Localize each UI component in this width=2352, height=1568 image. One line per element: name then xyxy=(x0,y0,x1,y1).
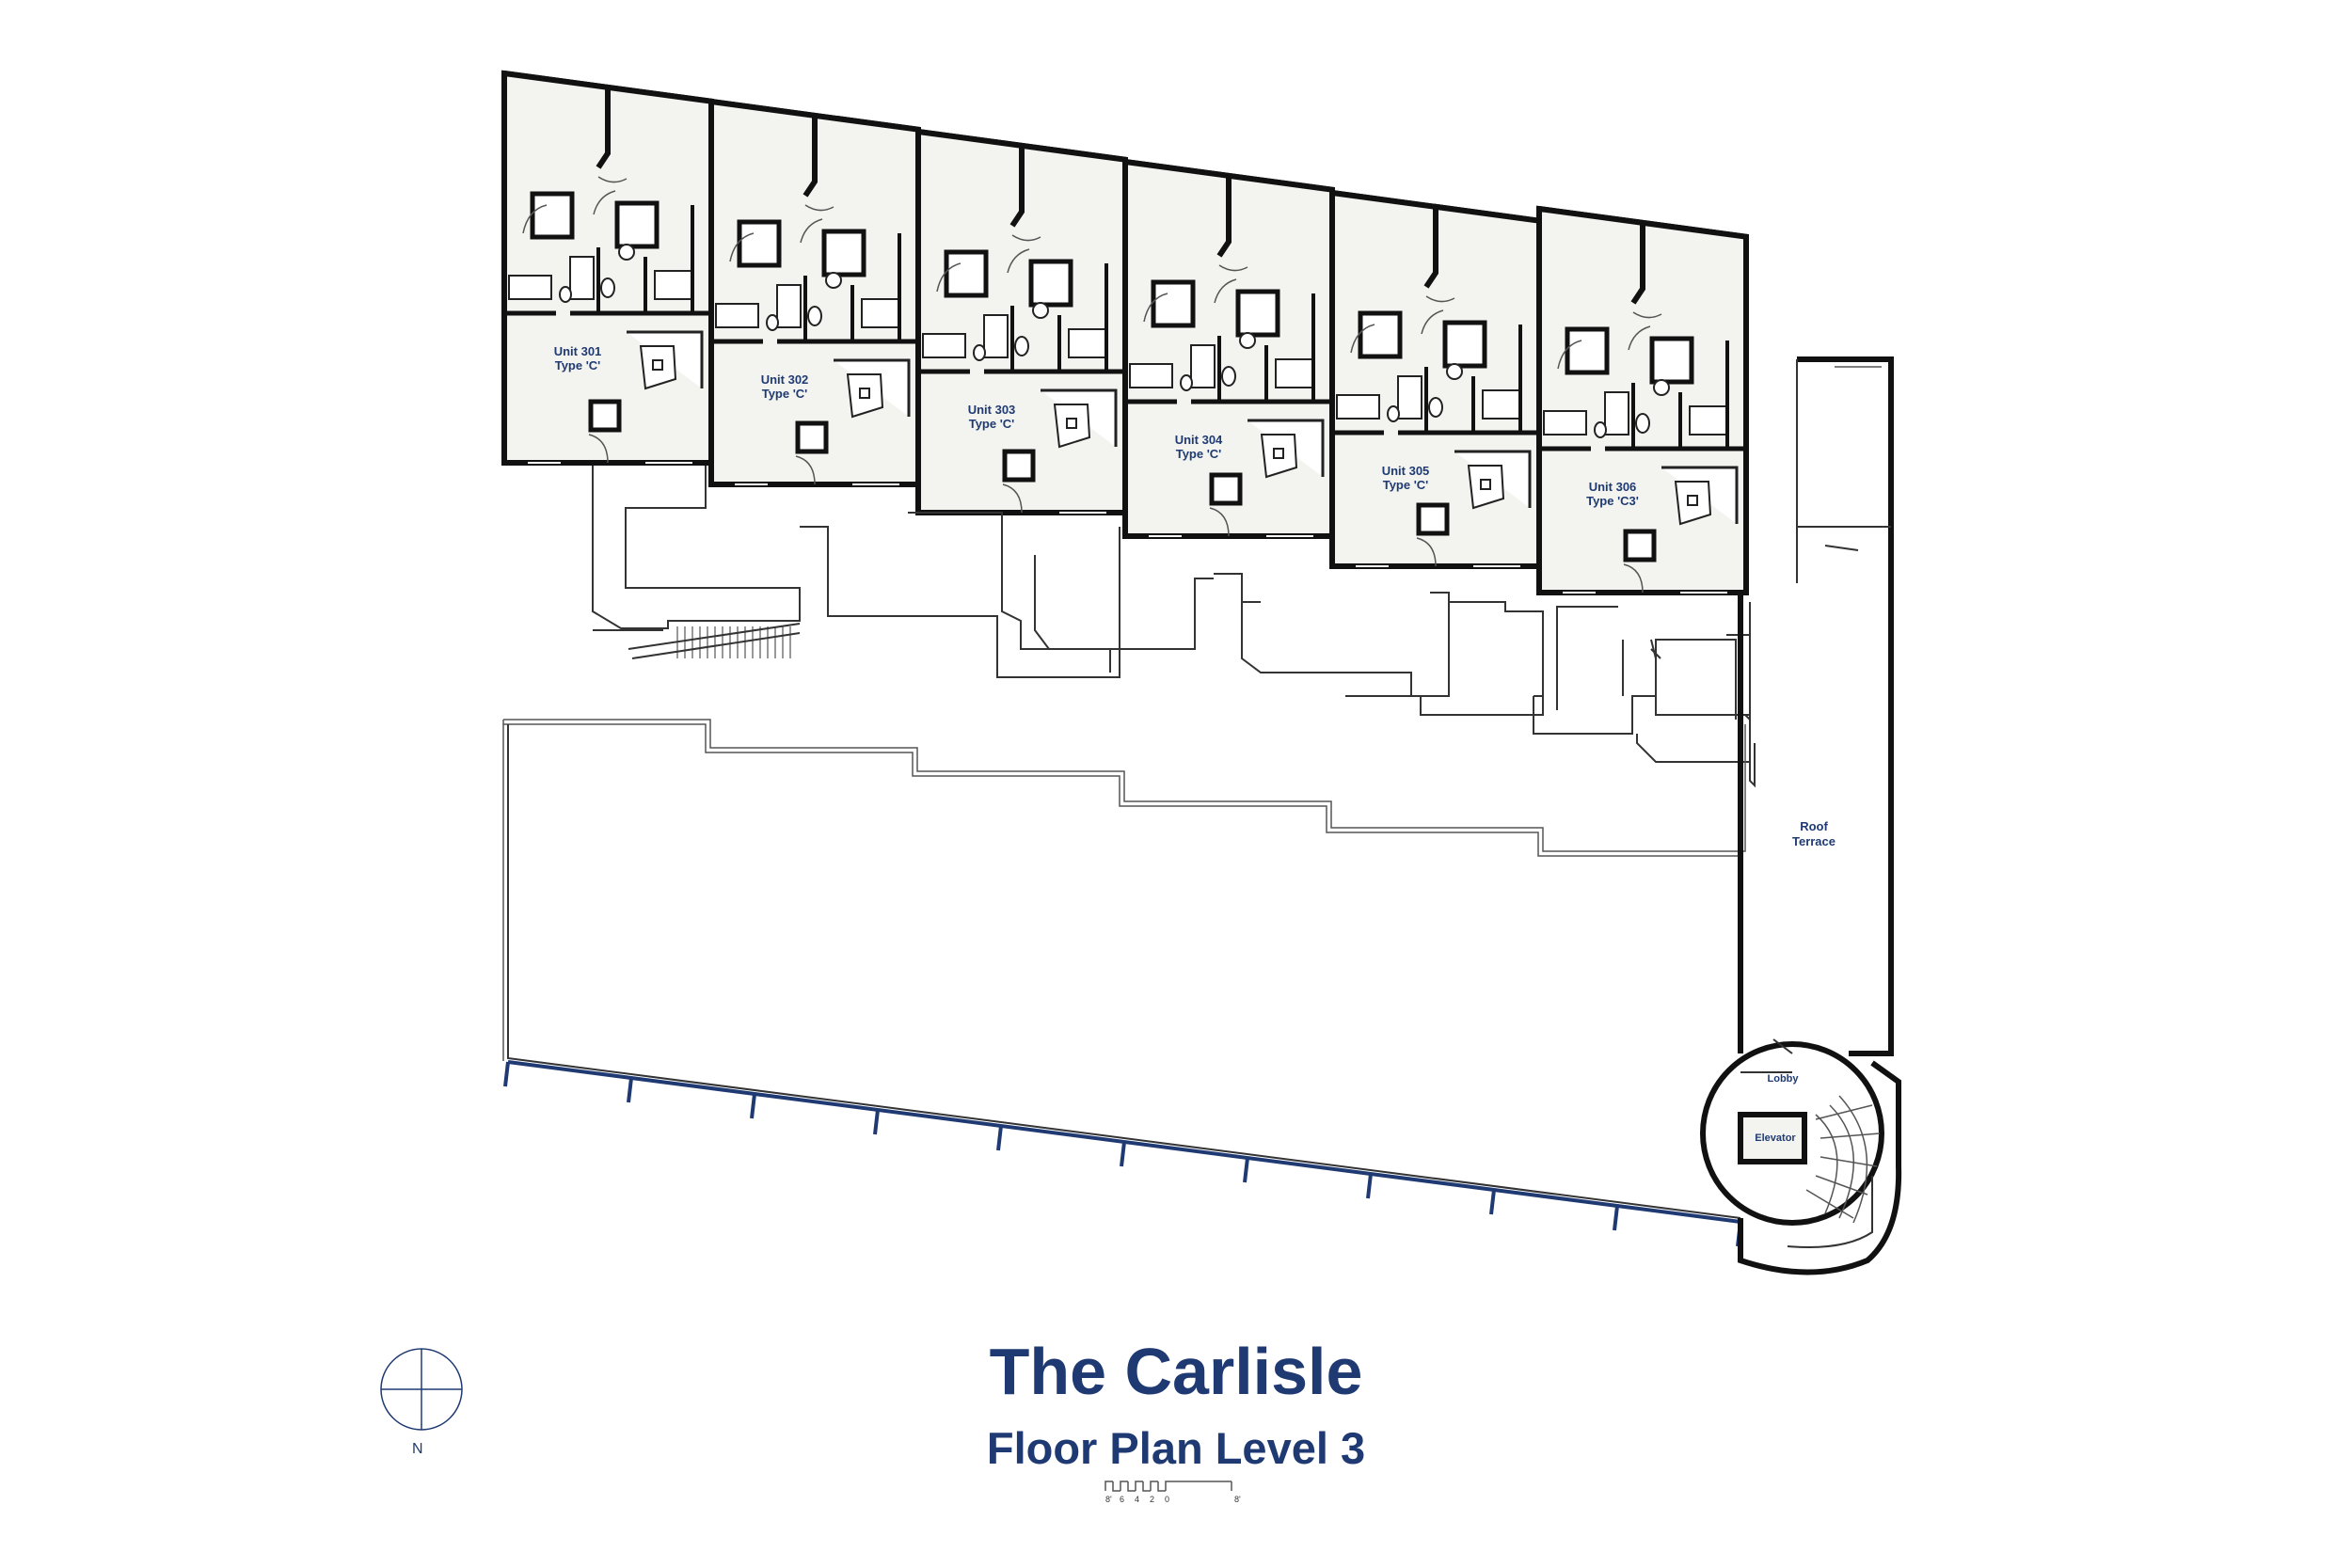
mullion xyxy=(873,1109,880,1135)
scale-bar-label: 6 xyxy=(1120,1495,1124,1504)
unit-type-label: Type 'C3' xyxy=(1586,494,1639,508)
unit-name-label: Unit 305 xyxy=(1382,464,1430,478)
unit-type-label: Type 'C' xyxy=(969,417,1015,431)
elevator-label: Elevator xyxy=(1755,1132,1796,1144)
stair-tower xyxy=(1700,1038,1902,1275)
unit-name-label: Unit 304 xyxy=(1175,433,1223,447)
scale-bar-label: 8' xyxy=(1234,1495,1241,1504)
unit-name-label: Unit 303 xyxy=(968,403,1016,417)
scale-bar-label: 0 xyxy=(1165,1495,1169,1504)
unit-name-label: Unit 301 xyxy=(554,344,602,358)
balconies xyxy=(592,466,1756,788)
roof-terrace xyxy=(1738,356,1894,1056)
page-subtitle: Floor Plan Level 3 xyxy=(986,1423,1366,1473)
mullion xyxy=(1120,1141,1126,1167)
mullion xyxy=(1366,1173,1373,1199)
unit-name-label: Unit 306 xyxy=(1589,480,1637,494)
mullion xyxy=(503,1061,510,1087)
scale-bar-label: 2 xyxy=(1150,1495,1154,1504)
unit-name-label: Unit 302 xyxy=(761,372,809,387)
mullion xyxy=(1613,1205,1619,1231)
unit-type-label: Type 'C' xyxy=(1176,447,1222,461)
mullion xyxy=(750,1093,756,1119)
mullion xyxy=(996,1125,1003,1151)
mullion xyxy=(1243,1157,1249,1183)
scale-bar: 8' 6 4 2 0 8' xyxy=(1104,1481,1241,1504)
elevator-room xyxy=(1738,1112,1807,1164)
south-facade-glazing xyxy=(503,1060,1742,1247)
unit-type-label: Type 'C' xyxy=(762,387,808,401)
page-title: The Carlisle xyxy=(989,1335,1363,1408)
north-arrow xyxy=(380,1348,463,1431)
roof-terrace-label-line2: Terrace xyxy=(1792,834,1836,848)
exterior-stair xyxy=(628,623,801,659)
north-label: N xyxy=(412,1441,423,1457)
scale-bar-label: 8' xyxy=(1105,1495,1112,1504)
unit-type-label: Type 'C' xyxy=(555,358,601,372)
lobby-label: Lobby xyxy=(1768,1073,1800,1085)
mullion xyxy=(1489,1189,1496,1215)
roof-area-outline xyxy=(502,719,1746,1219)
roof-terrace-label: Roof xyxy=(1800,819,1828,833)
mullion xyxy=(627,1077,633,1103)
scale-bar-label: 4 xyxy=(1135,1495,1139,1504)
unit-type-label: Type 'C' xyxy=(1383,478,1429,492)
